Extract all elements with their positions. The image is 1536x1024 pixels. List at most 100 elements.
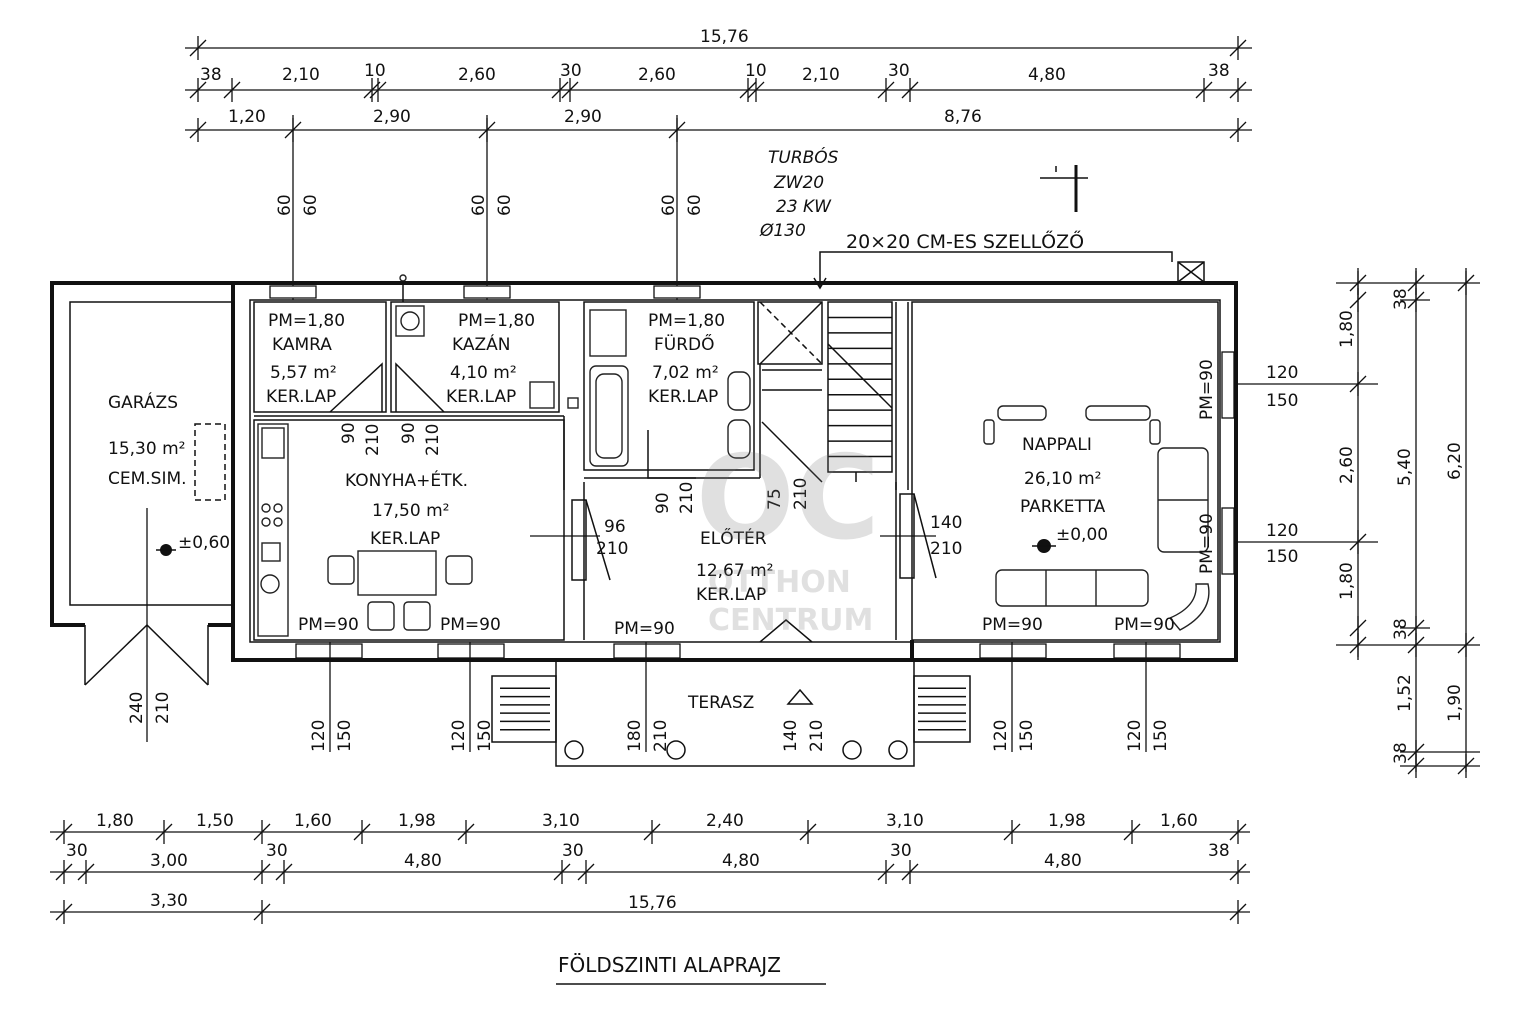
dim-label: 2,60 xyxy=(638,65,676,85)
window-label: PM=90 xyxy=(1197,513,1217,574)
garage: GARÁZS 15,30 m² CEM.SIM. ±0,60 240 210 xyxy=(50,281,235,742)
kamra: PM=1,80 KAMRA 5,57 m² KER.LAP 90 210 xyxy=(266,311,383,456)
dim-label: 38 xyxy=(1208,61,1230,81)
room-area: 5,57 m² xyxy=(270,363,337,383)
window-label: PM=90 xyxy=(1114,615,1175,635)
size-label: 90 xyxy=(339,422,359,444)
room-area: 15,30 m² xyxy=(108,439,185,459)
room-floor: PARKETTA xyxy=(1020,497,1106,517)
room-area: 7,02 m² xyxy=(652,363,719,383)
size-label: 150 xyxy=(1151,720,1171,752)
size-label: 60 xyxy=(275,194,295,216)
size-label: 210 xyxy=(651,720,671,752)
kitchen-counter xyxy=(257,423,289,637)
room-name: TERASZ xyxy=(687,693,754,713)
room-level: ±0,60 xyxy=(178,533,230,553)
size-label: 150 xyxy=(335,720,355,752)
dim-label: 1,90 xyxy=(1445,684,1465,722)
room-floor: KER.LAP xyxy=(648,387,718,407)
dim-label: 38 xyxy=(200,65,222,85)
size-label: 140 xyxy=(781,720,801,752)
room-name: ELŐTÉR xyxy=(700,527,767,549)
room-level: ±0,00 xyxy=(1056,525,1108,545)
sink-icon xyxy=(261,427,285,459)
sofa-icon xyxy=(995,569,1149,607)
right-dimensions: 38 1,80 2,60 1,80 38 5,40 1,52 38 6,20 1… xyxy=(1336,268,1480,778)
room-area: 17,50 m² xyxy=(372,501,449,521)
size-label: 210 xyxy=(677,482,697,514)
dim-label: 2,60 xyxy=(1337,446,1357,484)
room-name: KAMRA xyxy=(272,335,332,355)
room-floor: KER.LAP xyxy=(696,585,766,605)
boiler-icon xyxy=(395,305,425,337)
room-pm: PM=1,80 xyxy=(648,311,725,331)
dim-label: 30 xyxy=(66,841,88,861)
size-label: 150 xyxy=(475,720,495,752)
dim-label: 1,80 xyxy=(96,811,134,831)
size-label: 210 xyxy=(930,539,962,559)
shower-icon xyxy=(589,309,627,357)
size-label: 60 xyxy=(659,194,679,216)
dim-label: 30 xyxy=(560,61,582,81)
dim-label: 1,52 xyxy=(1395,674,1415,712)
plan-title: FÖLDSZINTI ALAPRAJZ xyxy=(556,953,826,985)
dim-label: 1,98 xyxy=(398,811,436,831)
vent-callout: 20×20 CM-ES SZELLŐZŐ xyxy=(813,229,1205,290)
kazan: PM=1,80 KAZÁN 4,10 m² KER.LAP 90 210 xyxy=(395,274,579,456)
dim-label: 4,80 xyxy=(1028,65,1066,85)
dim-label: 4,80 xyxy=(1044,851,1082,871)
room-name: NAPPALI xyxy=(1022,435,1092,455)
size-label: 120 xyxy=(1266,363,1298,383)
washbasin-icon xyxy=(727,419,751,459)
furdo: PM=1,80 FÜRDŐ 7,02 m² KER.LAP 90 210 xyxy=(589,309,751,514)
size-label: 210 xyxy=(596,539,628,559)
dim-label: 5,40 xyxy=(1395,448,1415,486)
note-line: ZW20 xyxy=(773,173,824,193)
top-dim-total: 15,76 xyxy=(700,27,749,47)
size-label: 120 xyxy=(1266,521,1298,541)
room-name: FÜRDŐ xyxy=(654,333,715,355)
size-label: 240 xyxy=(127,692,147,724)
size-label: 60 xyxy=(469,194,489,216)
size-label: 210 xyxy=(423,424,443,456)
dim-label: 8,76 xyxy=(944,107,982,127)
terrace: TERASZ xyxy=(491,659,971,767)
dim-label: 6,20 xyxy=(1445,442,1465,480)
size-label: 90 xyxy=(653,492,673,514)
room-floor: KER.LAP xyxy=(266,387,336,407)
room-name: KAZÁN xyxy=(452,333,510,355)
room-floor: CEM.SIM. xyxy=(108,469,187,489)
vent-label: 20×20 CM-ES SZELLŐZŐ xyxy=(846,229,1084,253)
dim-label: 30 xyxy=(562,841,584,861)
size-label: 210 xyxy=(363,424,383,456)
dim-label: 1,60 xyxy=(1160,811,1198,831)
watermark-line1: OTTHON xyxy=(708,565,851,600)
dim-label: 30 xyxy=(888,61,910,81)
dim-label: 1,98 xyxy=(1048,811,1086,831)
room-floor: KER.LAP xyxy=(370,529,440,549)
dim-label: 2,40 xyxy=(706,811,744,831)
bottom-dimensions: 1,80 1,50 1,60 1,98 3,10 2,40 3,10 1,98 … xyxy=(50,811,1250,924)
note-line: TURBÓS xyxy=(768,146,839,168)
size-label: 210 xyxy=(791,478,811,510)
dim-label: 15,76 xyxy=(628,893,677,913)
size-label: 210 xyxy=(153,692,173,724)
size-label: 210 xyxy=(807,720,827,752)
dim-label: 2,90 xyxy=(373,107,411,127)
dim-label: 38 xyxy=(1208,841,1230,861)
dim-label: 1,50 xyxy=(196,811,234,831)
size-label: 140 xyxy=(930,513,962,533)
dim-label: 1,20 xyxy=(228,107,266,127)
boiler-note: TURBÓS ZW20 23 KW Ø130 xyxy=(759,146,839,241)
size-label: 120 xyxy=(449,720,469,752)
window-label: PM=90 xyxy=(614,619,675,639)
size-label: 75 xyxy=(765,488,785,510)
window-label: PM=90 xyxy=(440,615,501,635)
size-label: 60 xyxy=(495,194,515,216)
room-area: 4,10 m² xyxy=(450,363,517,383)
top-dimensions: 15,76 38 2,10 10 2,60 30 2,60 10 2,10 30… xyxy=(185,27,1252,142)
window-label: PM=90 xyxy=(1197,359,1217,420)
room-name: GARÁZS xyxy=(108,391,178,413)
window-leaders xyxy=(292,115,678,300)
